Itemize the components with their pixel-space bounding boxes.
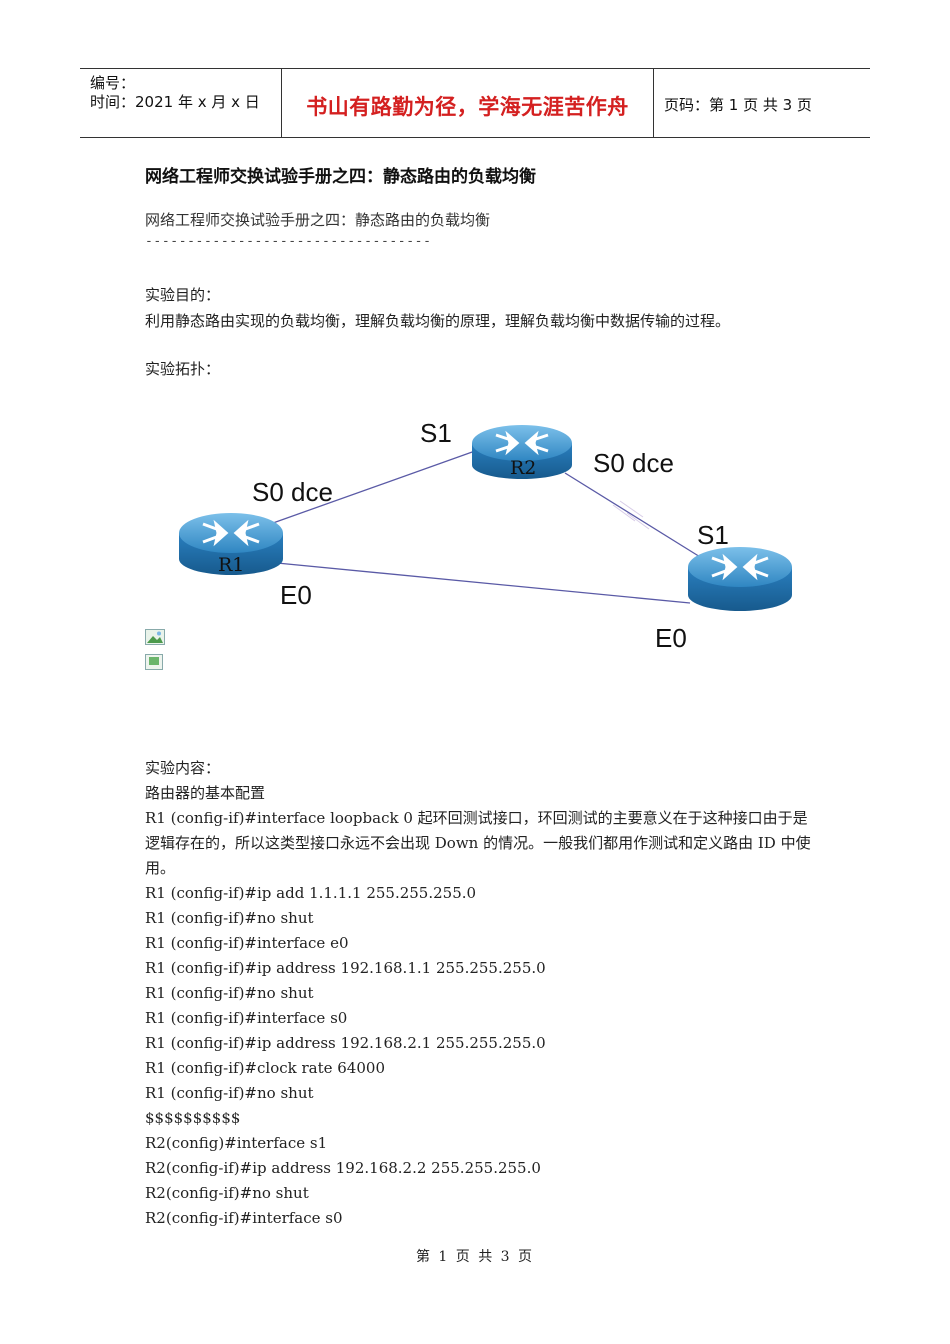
config-line: R1 (config-if)#ip address 192.168.2.1 25… [145, 1034, 546, 1052]
page-label: 页码：第 1 页 共 3 页 [664, 96, 812, 114]
header-motto: 书山有路勤为径，学海无涯苦作舟 [282, 69, 654, 137]
purpose-text: 利用静态路由实现的负载均衡，理解负载均衡的原理，理解负载均衡中数据传输的过程。 [145, 312, 731, 330]
router-r2-label: R2 [510, 457, 536, 479]
router-r3 [688, 547, 792, 611]
config-separator: $$$$$$$$$$ [145, 1109, 241, 1127]
page-header: 编号： 时间：2021 年 x 月 x 日 书山有路勤为径，学海无涯苦作舟 页码… [80, 68, 870, 138]
page-footer: 第 1 页 共 3 页 [415, 1249, 535, 1265]
config-line: R1 (config-if)#ip address 192.168.1.1 25… [145, 959, 546, 977]
config-line: R1 (config-if)#clock rate 64000 [145, 1059, 385, 1077]
config-line: R1 (config-if)#no shut [145, 1084, 314, 1102]
router-r1: R1 [179, 513, 283, 576]
link-r1-r3 [276, 562, 691, 604]
topology-diagram: R2 R1 S1 S0 dce S0 [165, 395, 805, 665]
config-line: R1 (config-if)#ip add 1.1.1.1 255.255.25… [145, 884, 477, 902]
config-line: R2(config-if)#no shut [145, 1184, 309, 1202]
number-label: 编号： [90, 74, 136, 92]
topology-svg: R2 R1 [179, 425, 792, 611]
image-placeholder-icon [145, 629, 165, 645]
r3-s1-label: S1 [697, 520, 729, 550]
motto-text: 书山有路勤为径，学海无涯苦作舟 [306, 95, 629, 119]
link-noise [612, 500, 650, 530]
topology-heading: 实验拓扑： [145, 360, 221, 378]
r1-e0-label: E0 [280, 580, 312, 610]
router-r2: R2 [472, 425, 572, 479]
config-line: R1 (config-if)#no shut [145, 909, 314, 927]
r1-s0-label: S0 dce [252, 477, 333, 507]
router-r1-label: R1 [218, 554, 244, 576]
document-subtitle: 网络工程师交换试验手册之四：静态路由的负载均衡 [145, 211, 491, 229]
content-heading: 实验内容： [145, 759, 221, 777]
divider-line: ---------------------------------- [145, 234, 432, 249]
config-line: R2(config-if)#interface s0 [145, 1209, 343, 1227]
r3-e0-label: E0 [655, 623, 687, 653]
config-line: R1 (config-if)#interface e0 [145, 934, 349, 952]
basic-config-heading: 路由器的基本配置 [145, 784, 266, 802]
config-line: R1 (config-if)#no shut [145, 984, 314, 1002]
header-meta: 编号： 时间：2021 年 x 月 x 日 [80, 69, 282, 137]
image-placeholder-icon [145, 654, 165, 670]
experiment-content: 实验内容： 路由器的基本配置 R1 (config-if)#interface … [145, 756, 815, 1231]
config-line: R2(config-if)#ip address 192.168.2.2 255… [145, 1159, 541, 1177]
purpose-heading: 实验目的： [145, 286, 221, 304]
r2-s0-label: S0 dce [593, 448, 674, 478]
config-line: R1 (config-if)#interface s0 [145, 1009, 348, 1027]
link-r1-r2 [272, 450, 476, 524]
link-r2-r3 [564, 472, 706, 561]
document-title: 网络工程师交换试验手册之四：静态路由的负载均衡 [145, 167, 536, 187]
time-label: 时间：2021 年 x 月 x 日 [90, 93, 260, 111]
loopback-note: R1 (config-if)#interface loopback 0 起环回测… [145, 809, 811, 877]
r2-s1-label: S1 [420, 418, 452, 448]
header-page: 页码：第 1 页 共 3 页 [654, 69, 870, 137]
config-line: R2(config)#interface s1 [145, 1134, 328, 1152]
